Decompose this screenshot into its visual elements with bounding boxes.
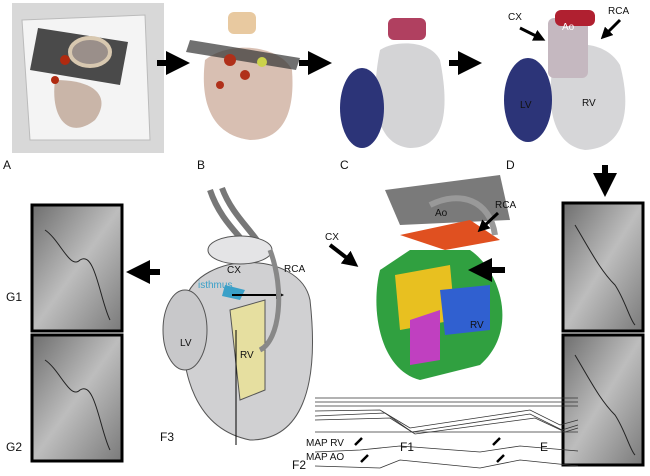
panel-f1-map: [328, 175, 510, 380]
panel-label-d: D: [506, 158, 515, 172]
label-ao-d: Ao: [562, 22, 575, 33]
label-cx-f3: CX: [227, 265, 241, 276]
label-lv-f3: LV: [180, 338, 192, 349]
trace-label-map-ao: MAP AO: [306, 452, 345, 463]
panel-label-g2: G2: [6, 440, 23, 454]
label-rv-f3: RV: [240, 350, 254, 361]
xray-g1: [30, 203, 124, 333]
label-rca-f1: RCA: [495, 200, 517, 211]
label-ao-f1: Ao: [435, 208, 448, 219]
xray-g2: [30, 333, 124, 463]
label-rv-f1: RV: [470, 320, 484, 331]
panel-label-f3: F3: [160, 430, 175, 444]
label-rca-d: RCA: [608, 6, 630, 17]
panel-f3-heart: [162, 186, 313, 445]
panel-label-b: B: [197, 158, 206, 172]
panel-c-model: [340, 18, 445, 148]
panel-label-e: E: [540, 440, 549, 454]
xray-e1: [561, 201, 645, 333]
panel-label-g1: G1: [6, 290, 23, 304]
label-rv-d: RV: [582, 98, 596, 109]
trace-label-map-rv: MAP RV: [306, 438, 344, 449]
panel-b-model: [186, 12, 300, 140]
label-rca-f3: RCA: [284, 264, 306, 275]
panel-label-f2: F2: [292, 458, 307, 472]
panel-label-a: A: [3, 158, 12, 172]
label-lv-d: LV: [520, 100, 532, 111]
panel-label-f1: F1: [400, 440, 415, 454]
panel-a-plot: [12, 3, 164, 153]
panel-d-model: [504, 10, 626, 150]
panel-f2-traces: [314, 397, 579, 469]
label-cx-d: CX: [508, 12, 522, 23]
panel-label-c: C: [340, 158, 349, 172]
label-cx-f1: CX: [325, 232, 339, 243]
label-isthmus: isthmus: [198, 280, 233, 291]
